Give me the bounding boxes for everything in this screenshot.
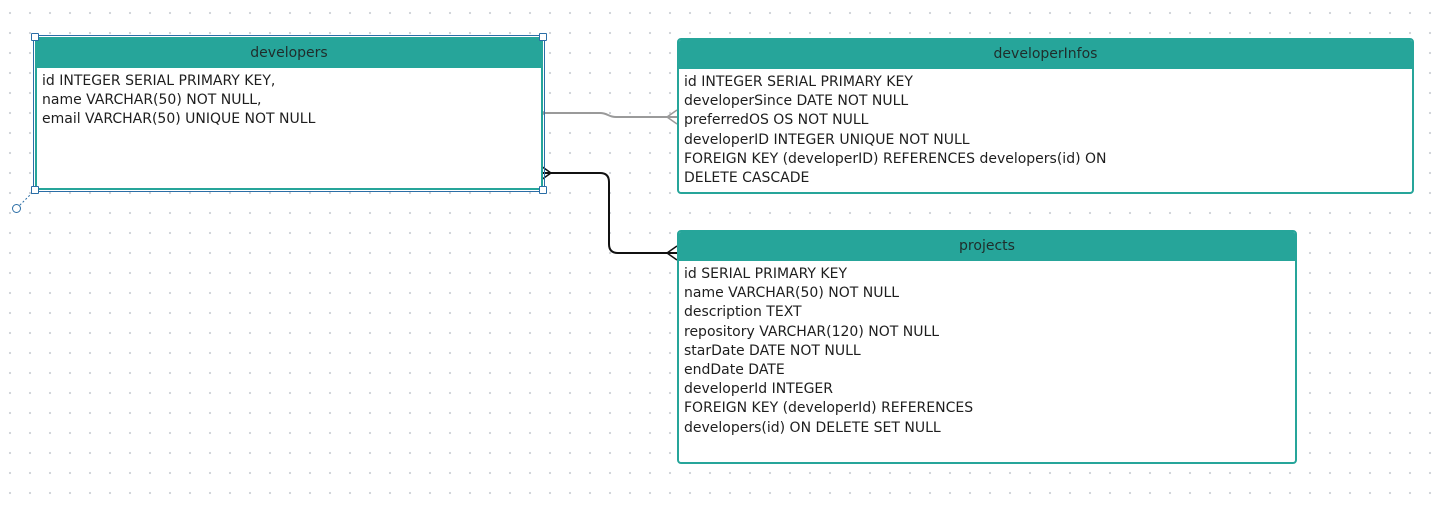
column-definition: DELETE CASCADE — [684, 170, 810, 187]
column-definition: developerId INTEGER — [684, 381, 833, 398]
table-body[interactable]: id INTEGER SERIAL PRIMARY KEY developerS… — [679, 69, 1412, 192]
relationship-line[interactable] — [543, 172, 677, 254]
crows-foot-many-marker — [665, 109, 678, 125]
column-definition: preferredOS OS NOT NULL — [684, 112, 869, 129]
crows-foot-many-marker — [540, 165, 553, 181]
column-definition: FOREIGN KEY (developerID) REFERENCES dev… — [684, 150, 1107, 167]
relationship-developers-developerInfos[interactable] — [532, 105, 678, 125]
column-definition: id SERIAL PRIMARY KEY — [684, 266, 848, 282]
column-definition: FOREIGN KEY (developerId) REFERENCES — [684, 400, 974, 417]
rotate-handle[interactable] — [12, 204, 21, 213]
column-definition: name VARCHAR(50) NOT NULL, — [42, 92, 262, 109]
table-body[interactable]: id INTEGER SERIAL PRIMARY KEY, name VARC… — [37, 68, 541, 134]
table-header[interactable]: developerInfos — [679, 40, 1412, 69]
table-developerInfos[interactable]: developerInfos id INTEGER SERIAL PRIMARY… — [677, 38, 1414, 194]
table-header[interactable]: developers — [37, 39, 541, 68]
column-definition: id INTEGER SERIAL PRIMARY KEY — [684, 74, 913, 90]
resize-handle-bottom-left[interactable] — [31, 186, 39, 194]
column-definition: developerID INTEGER UNIQUE NOT NULL — [684, 131, 970, 148]
resize-handle-bottom-right[interactable] — [539, 186, 547, 194]
table-body[interactable]: id SERIAL PRIMARY KEY name VARCHAR(50) N… — [679, 261, 1295, 442]
column-definition: endDate DATE — [684, 362, 785, 379]
column-definition: repository VARCHAR(120) NOT NULL — [684, 323, 940, 340]
relationship-developers-projects[interactable] — [540, 165, 678, 261]
table-header[interactable]: projects — [679, 232, 1295, 261]
resize-handle-top-right[interactable] — [539, 33, 547, 41]
resize-handle-top-left[interactable] — [31, 33, 39, 41]
column-definition: name VARCHAR(50) NOT NULL — [684, 285, 900, 302]
relationship-line[interactable] — [543, 112, 677, 118]
column-definition: email VARCHAR(50) UNIQUE NOT NULL — [42, 111, 316, 128]
column-definition: id INTEGER SERIAL PRIMARY KEY, — [42, 73, 276, 89]
table-projects[interactable]: projects id SERIAL PRIMARY KEY name VARC… — [677, 230, 1297, 464]
column-definition: developerSince DATE NOT NULL — [684, 93, 909, 110]
column-definition: starDate DATE NOT NULL — [684, 342, 861, 359]
table-developers[interactable]: developers id INTEGER SERIAL PRIMARY KEY… — [33, 35, 545, 192]
column-definition: description TEXT — [684, 304, 802, 321]
crows-foot-many-marker — [665, 245, 678, 261]
column-definition: developers(id) ON DELETE SET NULL — [684, 419, 941, 436]
